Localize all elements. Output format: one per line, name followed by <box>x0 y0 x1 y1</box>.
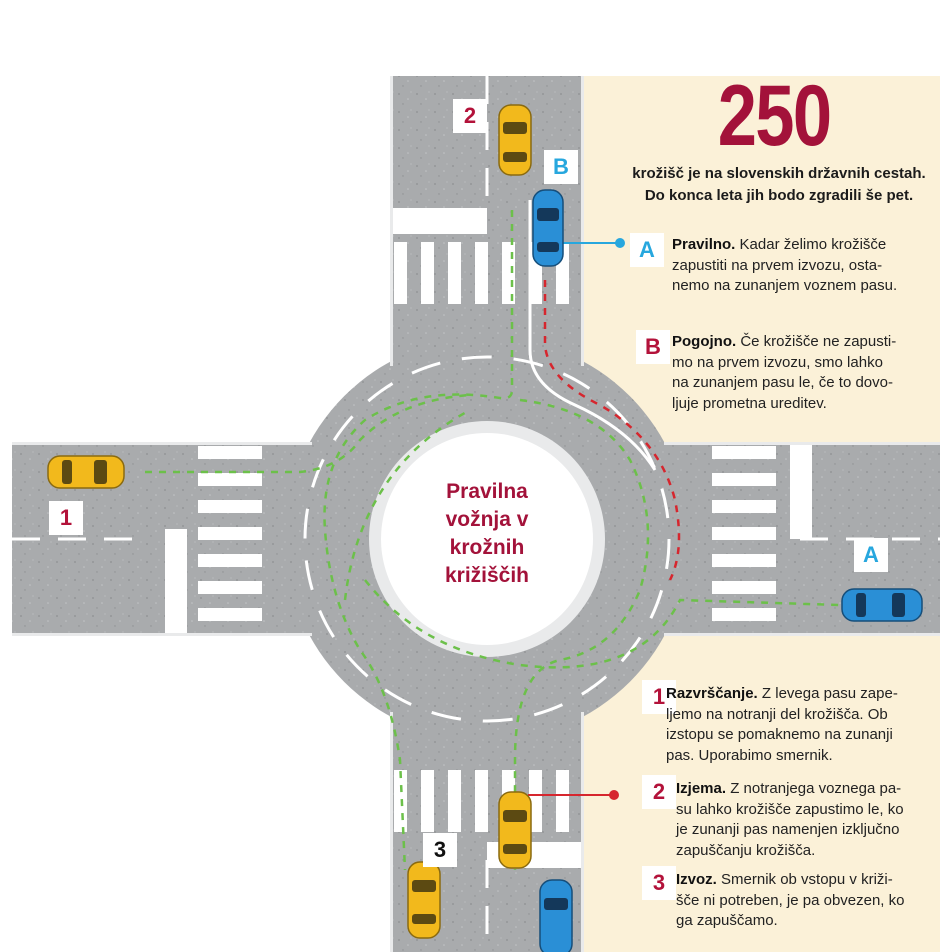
note-b-line: na zunanjem pasu le, če to dovo- <box>672 374 893 391</box>
note-1-line: pas. Uporabimo smernik. <box>666 746 833 764</box>
note-3-line: ga zapuščamo. <box>676 912 778 929</box>
map-label-car-top: 2 <box>453 99 487 133</box>
note-2-line: zapuščanju krožišča. <box>676 841 816 859</box>
map-label-car-left: 1 <box>49 501 83 535</box>
note-b-line: ljuje prometna ureditev. <box>672 394 827 412</box>
center-title-line: Pravilna <box>446 480 528 503</box>
center-title-line: križiščih <box>444 564 530 587</box>
note-3-line: šče ni potreben, je pa obvezen, ko <box>676 891 905 909</box>
note-b-line: mo na prvem izvozu, smo lahko <box>672 353 883 371</box>
note-a-line: nemo na zunanjem voznem pasu. <box>672 277 898 294</box>
note-1-line: Z levega pasu zape- <box>761 685 898 702</box>
central-island <box>381 433 593 645</box>
note-b-title: Pogojno. <box>672 333 737 350</box>
car-blue-bottom-right <box>539 879 573 952</box>
note-key-1: 1 <box>642 680 676 714</box>
note-a-line: Kadar želimo krožišče <box>739 236 887 253</box>
car-blue-right <box>841 588 923 622</box>
note-2-line: Z notranjega voznega pa- <box>730 780 902 797</box>
stat-number: 250 <box>717 68 832 164</box>
note-2-line: su lahko krožišče zapustimo le, ko <box>676 800 904 818</box>
car-yellow-left <box>47 455 125 489</box>
note-1-line: ljemo na notranji del krožišča. Ob <box>666 705 888 723</box>
note-1-title: Razvrščanje. <box>666 685 758 702</box>
note-b: Pogojno. Če krožišče ne zapusti- mo na p… <box>672 332 934 414</box>
note-3-line: Smernik ob vstopu v križi- <box>721 871 893 888</box>
note-key-3: 3 <box>642 866 676 900</box>
note-2: Izjema. Z notranjega voznega pa- su lahk… <box>676 779 936 861</box>
note-a-title: Pravilno. <box>672 236 736 253</box>
map-label-car-bottom: 3 <box>423 833 457 867</box>
note-2-title: Izjema. <box>676 780 727 797</box>
note-1: Razvrščanje. Z levega pasu zape- ljemo n… <box>666 684 936 766</box>
stat-text: krožišč je na slovenskih državnih cestah… <box>632 165 926 204</box>
car-yellow-top <box>498 104 532 176</box>
car-blue-top <box>532 189 564 267</box>
green-route-arrows <box>145 210 841 871</box>
note-key-b: B <box>636 330 670 364</box>
map-label-car-right-blue: A <box>854 538 888 572</box>
crosswalk-north <box>394 242 569 304</box>
crosswalk-west <box>198 446 262 621</box>
outer-lane-guide <box>528 200 657 471</box>
note-3-title: Izvoz. <box>676 871 717 888</box>
center-title-line: krožnih <box>449 536 525 559</box>
center-title-line: vožnja v <box>445 508 529 531</box>
center-title: Pravilna vožnja v krožnih križiščih <box>392 478 582 590</box>
note-1-line: izstopu se pomaknemo na zunanji <box>666 726 893 743</box>
car-yellow-bottom-center <box>498 791 532 869</box>
note-b-line: Če krožišče ne zapusti- <box>740 333 897 350</box>
car-yellow-bottom-left <box>407 861 441 939</box>
note-3: Izvoz. Smernik ob vstopu v križi- šče ni… <box>676 870 936 932</box>
note-key-2: 2 <box>642 775 676 809</box>
lane-divider-ring <box>303 355 671 723</box>
crosswalk-east <box>712 446 776 621</box>
note-a: Pravilno. Kadar želimo krožišče zapustit… <box>672 235 934 297</box>
connector-a-dot <box>615 238 625 248</box>
connector-2-dot <box>609 790 619 800</box>
note-a-line: zapustiti na prvem izvozu, osta- <box>672 256 883 274</box>
note-key-a: A <box>630 233 664 267</box>
note-2-line: je zunanji pas namenjen izključno <box>676 821 900 838</box>
map-label-car-top-blue: B <box>544 150 578 184</box>
